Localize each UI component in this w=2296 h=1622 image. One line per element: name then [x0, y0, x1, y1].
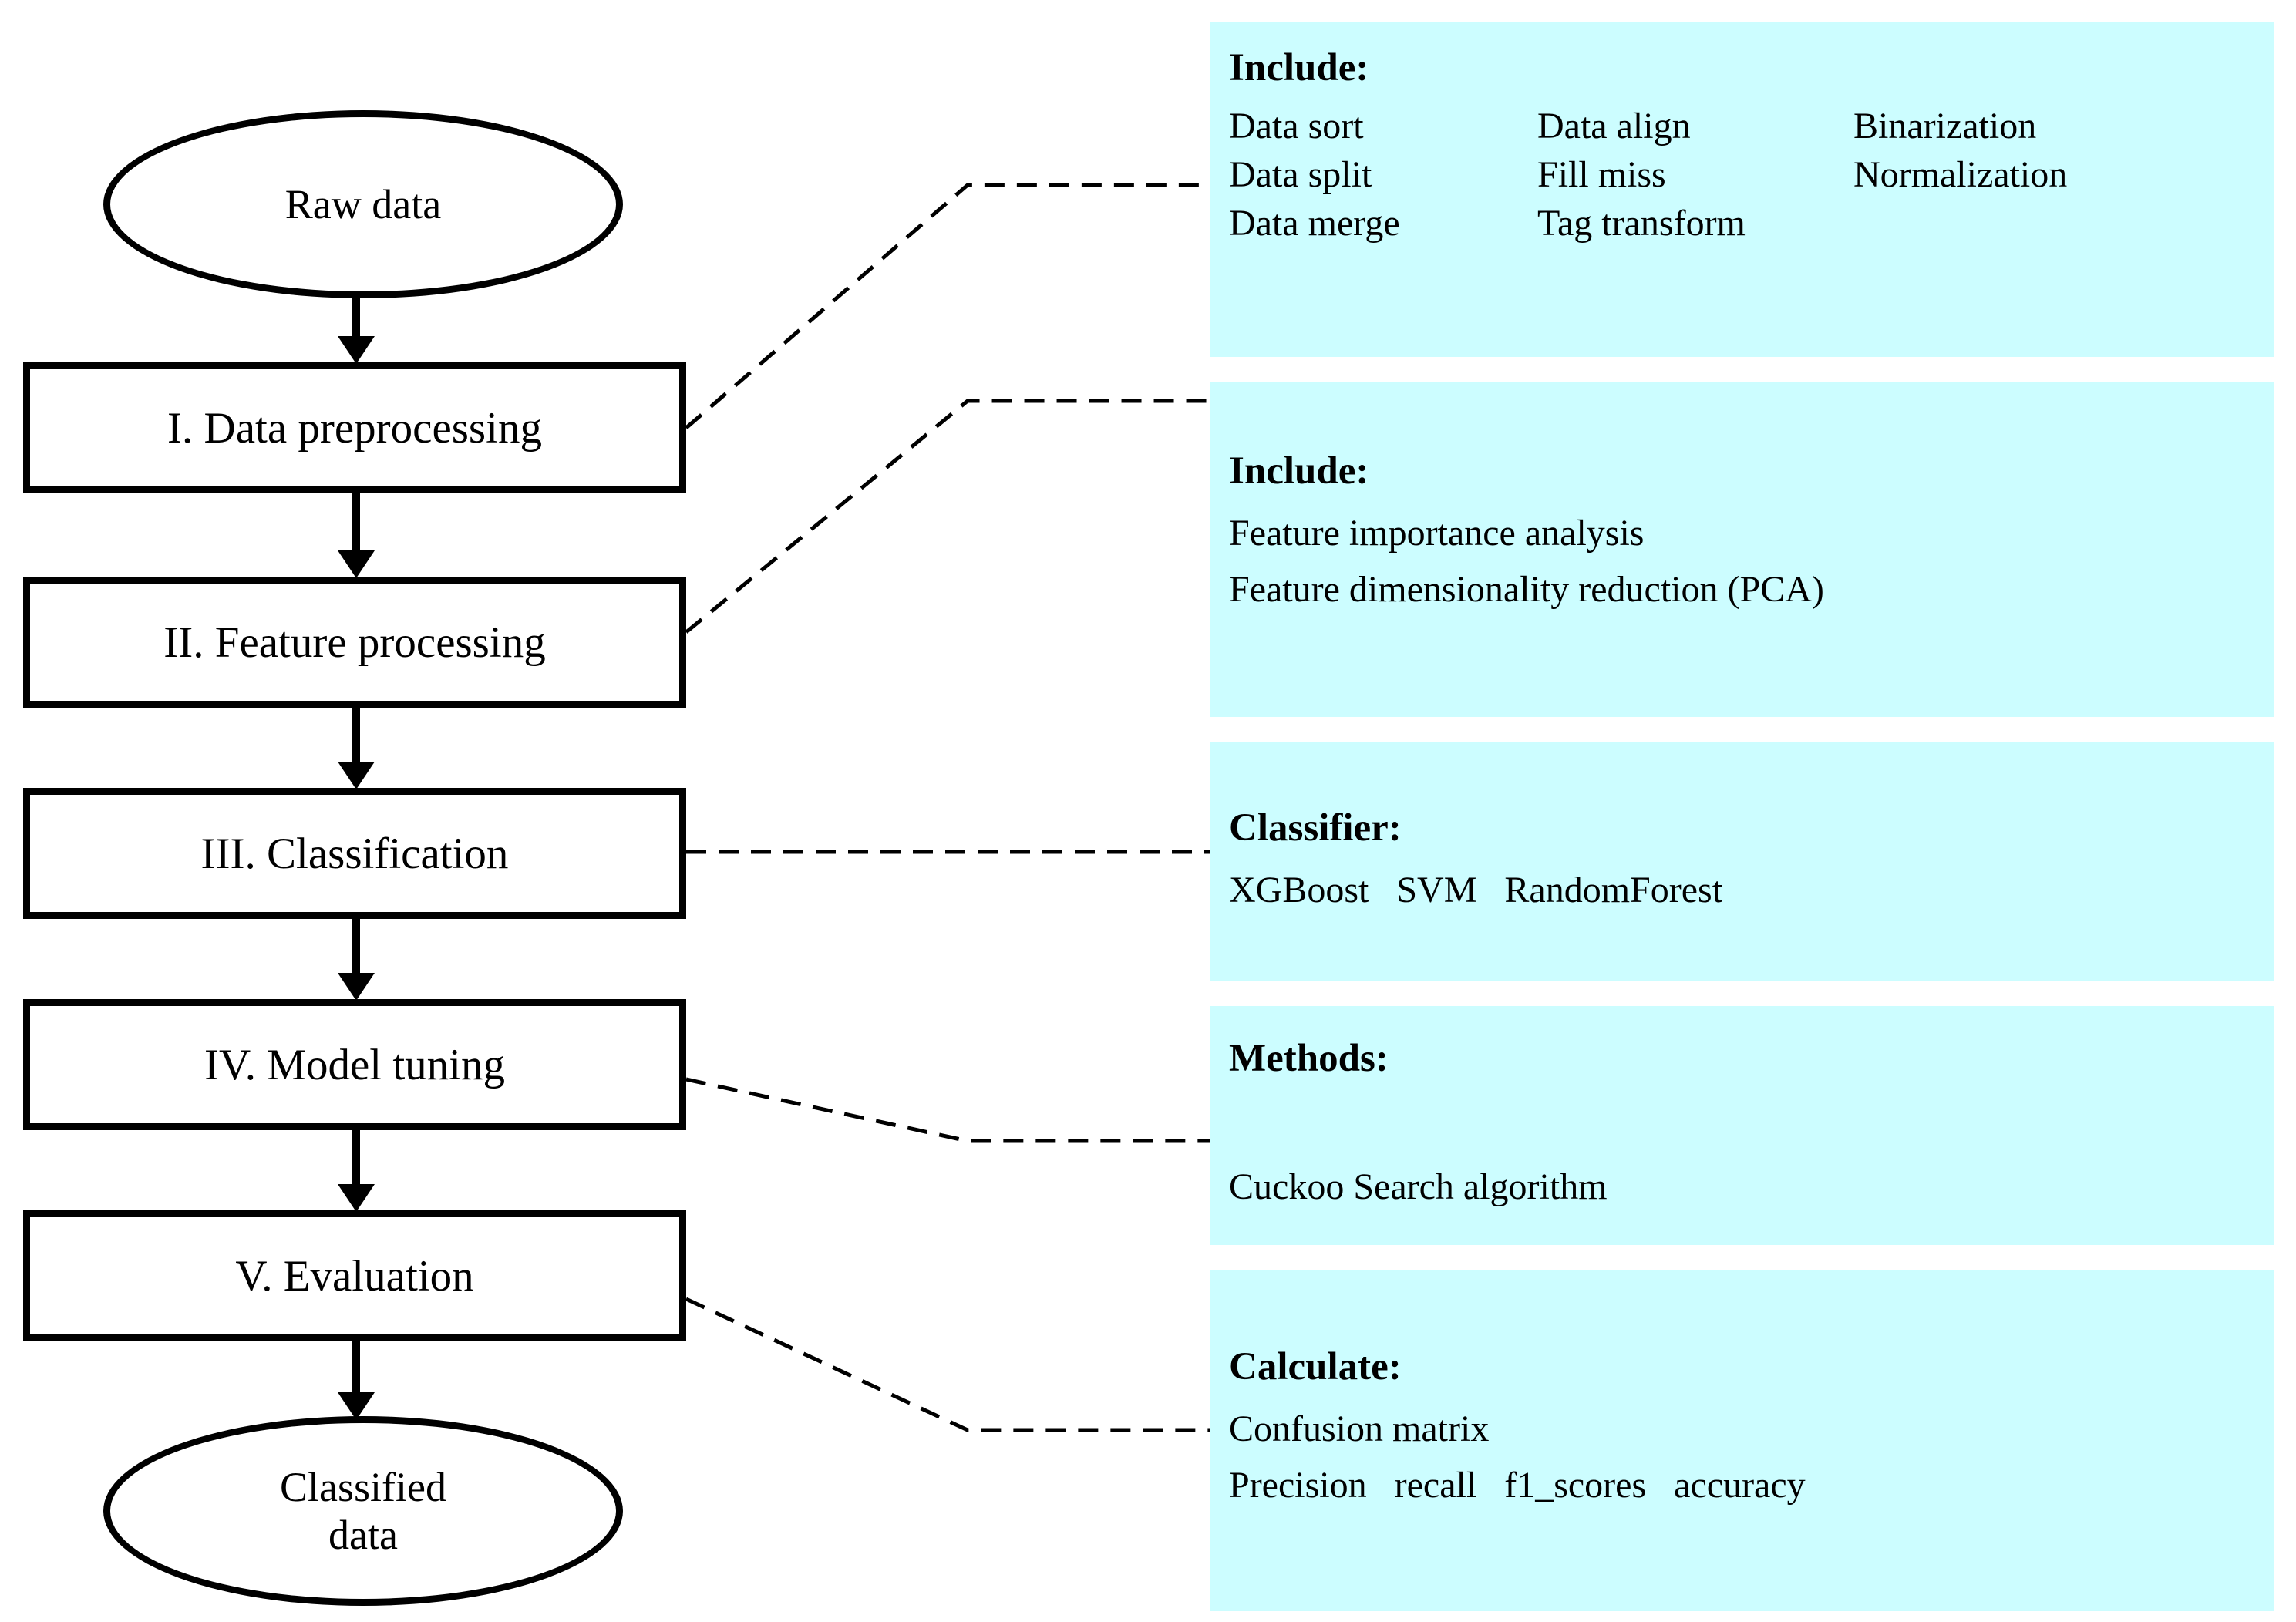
start-node-raw-data: Raw data [103, 110, 623, 298]
panel-item: Data split [1229, 154, 1372, 196]
leader-step5-panel5 [685, 1297, 1212, 1432]
start-node-label: Raw data [284, 180, 442, 227]
arrow-step1-to-step2 [338, 493, 375, 578]
panel-lines: Confusion matrix Precision recall f1_sco… [1229, 1401, 2267, 1513]
panel-data-preprocessing-include: Include: Data sort Data align Binarizati… [1210, 22, 2274, 357]
panel-item: Binarization [1853, 106, 2037, 147]
arrow-step3-to-step4 [338, 919, 375, 1001]
panel-item: Feature dimensionality reduction (PCA) [1229, 569, 1824, 611]
step-box-classification: III. Classification [23, 788, 686, 919]
arrow-step4-to-step5 [338, 1130, 375, 1212]
dashed-leaders [685, 183, 1212, 1432]
panel-item: Data merge [1229, 203, 1400, 244]
panel-item: Confusion matrix [1229, 1408, 1490, 1450]
panel-item: XGBoost SVM RandomForest [1229, 870, 1723, 911]
panel-heading: Methods: [1229, 1037, 1389, 1080]
step-box-evaluation: V. Evaluation [23, 1210, 686, 1341]
step-label: IV. Model tuning [204, 1040, 506, 1089]
panel-calculate: Calculate: Confusion matrix Precision re… [1210, 1270, 2274, 1611]
panel-classifier: Classifier: XGBoost SVM RandomForest [1210, 742, 2274, 981]
panel-item: Data sort [1229, 106, 1364, 147]
step-label: II. Feature processing [163, 618, 546, 667]
step-box-model-tuning: IV. Model tuning [23, 999, 686, 1130]
panel-item: Feature importance analysis [1229, 513, 1645, 554]
leader-step1-panel1 [685, 183, 1212, 429]
panel-item: Tag transform [1537, 203, 1746, 244]
arrow-step2-to-step3 [338, 708, 375, 789]
panel-item: Data align [1537, 106, 1691, 147]
step-label: I. Data preprocessing [167, 403, 542, 453]
end-node-label-line2: data [328, 1512, 398, 1558]
panel-heading: Calculate: [1229, 1345, 1402, 1388]
arrow-step5-to-classified [338, 1341, 375, 1420]
panel-item: Normalization [1853, 154, 2068, 196]
panel-heading: Include: [1229, 449, 1369, 493]
panel-item-grid: Data sort Data align Binarization Data s… [1229, 102, 2267, 247]
end-node-label-line1: Classified [280, 1463, 446, 1510]
panel-feature-processing-include: Include: Feature importance analysis Fea… [1210, 382, 2274, 717]
step-label: V. Evaluation [235, 1251, 474, 1301]
panel-item: Fill miss [1537, 154, 1666, 196]
step-label: III. Classification [200, 829, 509, 878]
panel-lines: XGBoost SVM RandomForest [1229, 862, 2267, 918]
panel-lines: Feature importance analysis Feature dime… [1229, 505, 2267, 618]
end-node-classified-data: Classified data [103, 1416, 623, 1606]
panel-item: Precision recall f1_scores accuracy [1229, 1465, 1806, 1506]
flow-arrows [338, 282, 375, 1420]
panel-methods: Methods: Cuckoo Search algorithm [1210, 1006, 2274, 1245]
leader-step2-panel2 [685, 399, 1212, 634]
panel-lines: Cuckoo Search algorithm [1229, 1159, 2267, 1215]
leader-step4-panel4 [685, 1077, 1212, 1143]
panel-item: Cuckoo Search algorithm [1229, 1166, 1608, 1208]
step-box-data-preprocessing: I. Data preprocessing [23, 362, 686, 493]
panel-heading: Classifier: [1229, 806, 1402, 850]
step-box-feature-processing: II. Feature processing [23, 577, 686, 708]
panel-heading: Include: [1229, 46, 1369, 89]
